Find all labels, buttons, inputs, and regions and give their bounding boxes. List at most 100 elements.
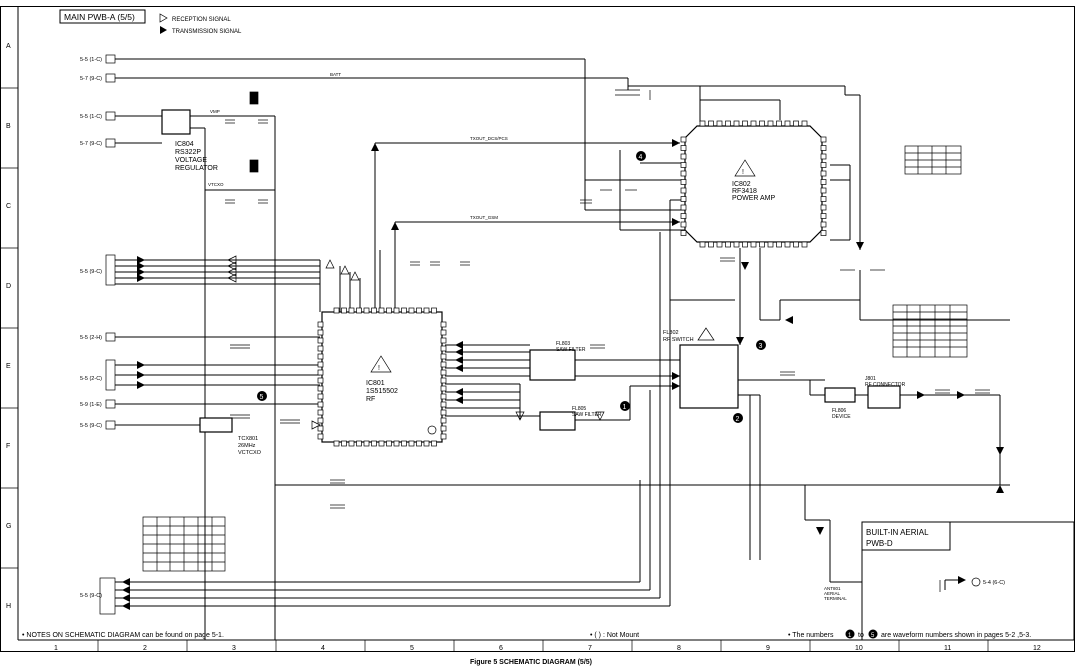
j801-rf-connector: J801 RF CONNECTOR bbox=[865, 376, 906, 409]
svg-text:!: ! bbox=[742, 169, 744, 176]
note-right-post: are waveform numbers shown in pages 5-2 … bbox=[881, 632, 1031, 639]
legend-reception: RECEPTION SIGNAL bbox=[172, 17, 231, 23]
fl805-saw-filter: FL805 SAW FILTER bbox=[539, 406, 602, 431]
svg-text:PWB-D: PWB-D bbox=[866, 539, 893, 548]
net-vtcxo: VTCXO bbox=[208, 182, 224, 187]
net-txout-gsm: TXOUT_GSM bbox=[470, 215, 498, 220]
grid-col-label: 1 bbox=[54, 645, 58, 652]
grid-row-label: C bbox=[6, 203, 11, 210]
ant801-terminal: ANT801 AERIAL TERMINAL bbox=[824, 581, 862, 601]
diagram-title: MAIN PWB-A (5/5) bbox=[64, 12, 135, 22]
passive-components bbox=[225, 89, 990, 509]
figure-caption: Figure 5 SCHEMATIC DIAGRAM (5/5) bbox=[470, 659, 592, 666]
net-txout-dcs: TXOUT_DCS/PCS bbox=[470, 136, 508, 141]
svg-text:RF SWITCH: RF SWITCH bbox=[663, 337, 694, 343]
tcx801-vctcxo: TCX801 26MHz VCTCXO bbox=[199, 417, 262, 456]
svg-text:VOLTAGE: VOLTAGE bbox=[175, 157, 207, 164]
grid-col-label: 8 bbox=[677, 645, 681, 652]
svg-text:5-7 (9-C): 5-7 (9-C) bbox=[80, 141, 102, 147]
grid-row-label: A bbox=[6, 43, 11, 50]
transmission-arrow-icon bbox=[160, 26, 167, 34]
aerial-box: BUILT-IN AERIAL PWB-D 5-4 (6-C) bbox=[861, 521, 1075, 641]
grid-col-label: 10 bbox=[855, 645, 863, 652]
col-dividers bbox=[97, 640, 989, 652]
grid-row-label: D bbox=[6, 283, 11, 290]
svg-text:RS322P: RS322P bbox=[175, 149, 201, 156]
svg-text:2: 2 bbox=[736, 416, 740, 423]
svg-text:J801: J801 bbox=[865, 376, 876, 382]
note-right-pre: • The numbers bbox=[788, 632, 834, 639]
diagram-frame bbox=[0, 6, 1075, 652]
row-dividers bbox=[0, 87, 18, 569]
svg-text:ANT801: ANT801 bbox=[824, 586, 841, 591]
logic-table-top-right bbox=[904, 145, 962, 175]
grid-col-label: 3 bbox=[232, 645, 236, 652]
grid-row-label: E bbox=[6, 363, 11, 370]
grid-col-label: 9 bbox=[766, 645, 770, 652]
note-middle: • ( ) : Not Mount bbox=[590, 632, 639, 639]
grid-col-label: 5 bbox=[410, 645, 414, 652]
svg-text:TCX801: TCX801 bbox=[238, 436, 258, 442]
svg-text:5-5 (9-C): 5-5 (9-C) bbox=[80, 423, 102, 429]
signal-arrows bbox=[122, 139, 1004, 610]
svg-text:POWER AMP: POWER AMP bbox=[732, 195, 776, 202]
svg-text:5-5 (2-H): 5-5 (2-H) bbox=[80, 335, 102, 341]
note-left: • NOTES ON SCHEMATIC DIAGRAM can be foun… bbox=[22, 632, 224, 639]
fl803-saw-filter: FL803 SAW FILTER bbox=[529, 341, 586, 381]
svg-text:5-5 (2-C): 5-5 (2-C) bbox=[80, 376, 102, 382]
fl806-device: FL806 DEVICE bbox=[824, 387, 856, 420]
svg-text:IC802: IC802 bbox=[732, 181, 751, 188]
svg-text:FL802: FL802 bbox=[663, 330, 679, 336]
svg-text:BUILT-IN AERIAL: BUILT-IN AERIAL bbox=[866, 528, 929, 537]
svg-text:AERIAL: AERIAL bbox=[824, 591, 841, 596]
note-marker-a bbox=[845, 629, 855, 639]
grid-col-label: 6 bbox=[499, 645, 503, 652]
svg-text:TERMINAL: TERMINAL bbox=[824, 596, 847, 601]
svg-text:4: 4 bbox=[639, 154, 643, 161]
svg-text:RF3418: RF3418 bbox=[732, 188, 757, 195]
svg-text:IC801: IC801 bbox=[366, 380, 385, 387]
svg-text:3: 3 bbox=[759, 343, 763, 350]
ic801-rf: ! IC801 1S515502 RF bbox=[317, 307, 447, 447]
row-labels: A B C D E F G H bbox=[6, 43, 11, 610]
svg-text:RF CONNECTOR: RF CONNECTOR bbox=[865, 382, 906, 388]
net-vmp: VMP bbox=[210, 109, 220, 114]
svg-text:DEVICE: DEVICE bbox=[832, 414, 851, 420]
svg-text:1: 1 bbox=[623, 404, 627, 411]
svg-text:1S515502: 1S515502 bbox=[366, 388, 398, 395]
grid-row-label: B bbox=[6, 123, 11, 130]
grid-col-label: 11 bbox=[944, 645, 951, 652]
note-right-to: to bbox=[858, 632, 864, 639]
svg-text:VCTCXO: VCTCXO bbox=[238, 450, 262, 456]
svg-text:5-5 (1-C): 5-5 (1-C) bbox=[80, 57, 102, 63]
net-batt: BATT bbox=[330, 72, 341, 77]
svg-text:SAW FILTER: SAW FILTER bbox=[556, 347, 586, 353]
grid-row-label: F bbox=[6, 443, 10, 450]
ic804-regulator: IC804 RS322P VOLTAGE REGULATOR bbox=[161, 109, 218, 172]
svg-text:5: 5 bbox=[260, 394, 264, 401]
svg-text:REGULATOR: REGULATOR bbox=[175, 165, 218, 172]
svg-text:SAW FILTER: SAW FILTER bbox=[572, 412, 602, 418]
svg-text:5-7 (9-C): 5-7 (9-C) bbox=[80, 76, 102, 82]
svg-text:FL803: FL803 bbox=[556, 341, 570, 347]
svg-text:IC804: IC804 bbox=[175, 141, 194, 148]
svg-text:FL805: FL805 bbox=[572, 406, 586, 412]
svg-text:!: ! bbox=[378, 365, 380, 372]
reception-arrow-icon bbox=[159, 13, 168, 23]
grid-row-label: G bbox=[6, 523, 11, 530]
legend-transmission: TRANSMISSION SIGNAL bbox=[172, 29, 242, 35]
reception-arrows bbox=[227, 255, 605, 430]
svg-text:5-9 (1-E): 5-9 (1-E) bbox=[80, 402, 102, 408]
logic-table-bottom bbox=[142, 516, 226, 572]
title-box bbox=[59, 9, 146, 24]
grid-col-label: 7 bbox=[588, 645, 592, 652]
grid-row-label: H bbox=[6, 603, 11, 610]
logic-table-mid-right bbox=[892, 304, 968, 358]
ic802-power-amp: ! IC802 RF3418 POWER AMP bbox=[680, 120, 827, 248]
waveform-markers: 1 2 3 4 5 bbox=[257, 151, 766, 423]
left-connectors: 5-5 (1-C) 5-7 (9-C) 5-5 (1-C) 5-7 (9-C) … bbox=[80, 54, 116, 615]
svg-text:26MHz: 26MHz bbox=[238, 443, 256, 449]
note-marker-b bbox=[868, 629, 878, 639]
